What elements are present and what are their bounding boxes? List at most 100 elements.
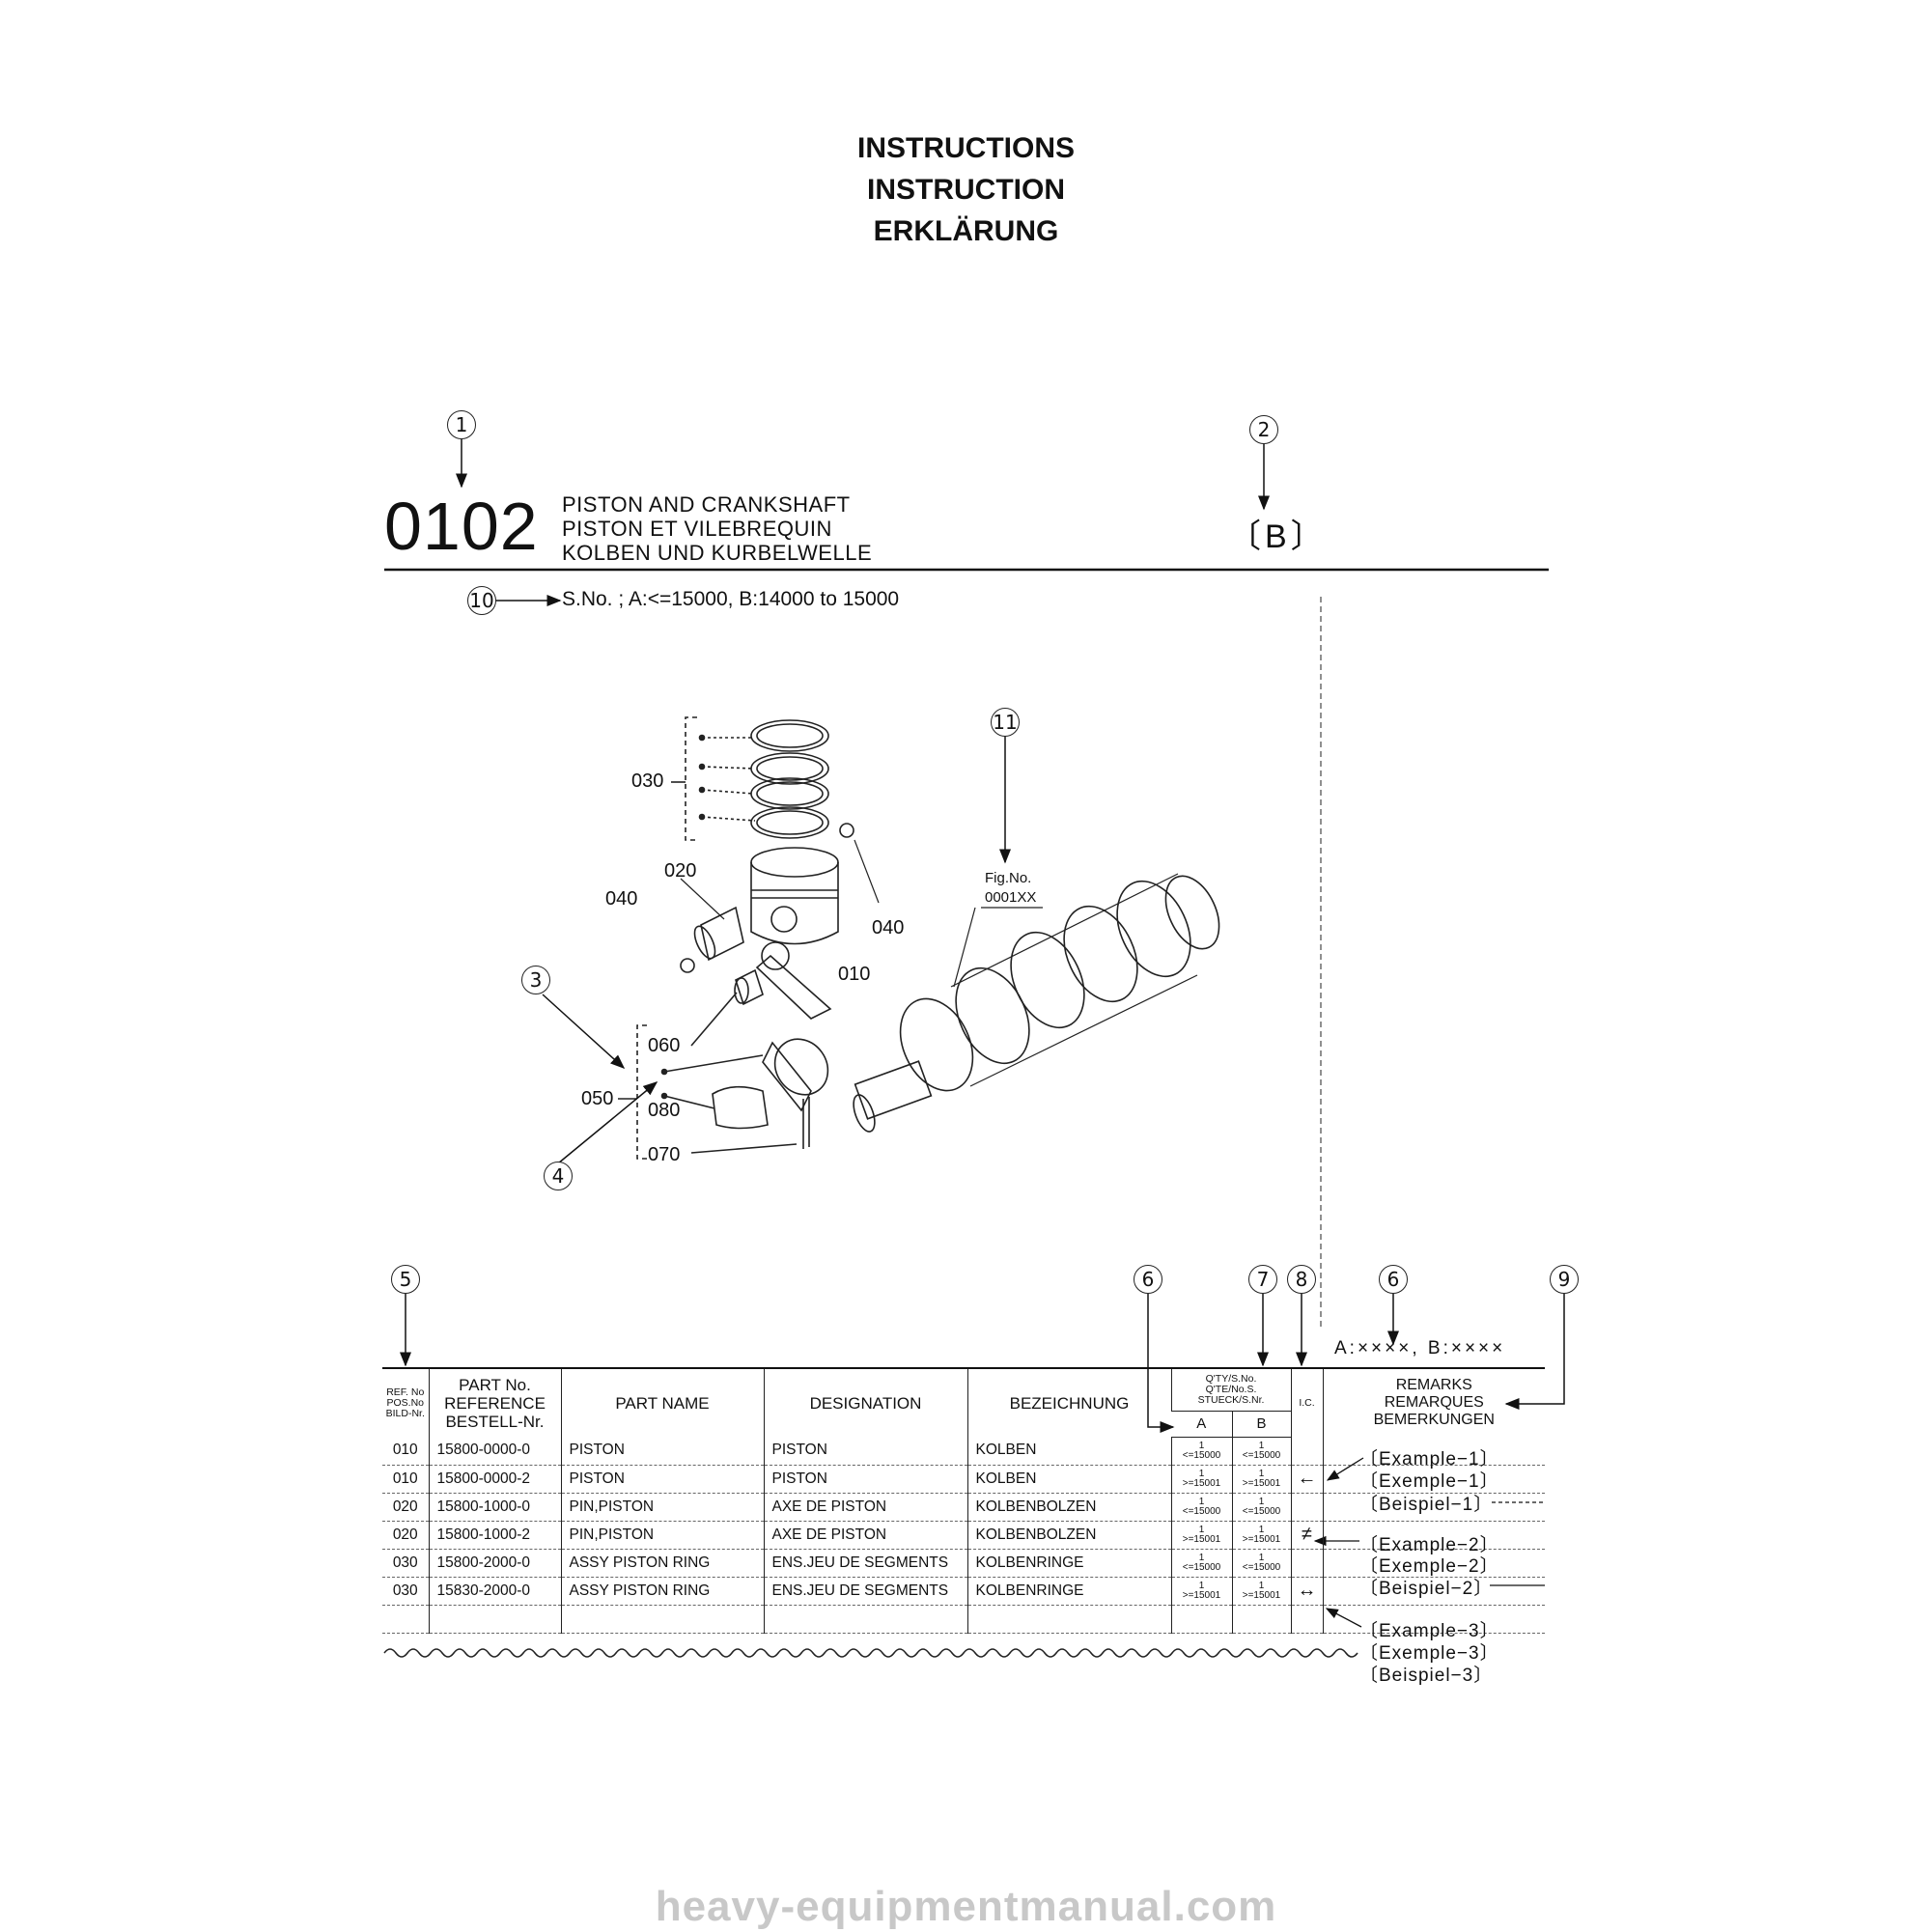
remark-example-2-de: 〔Beispiel−2〕 [1359,1579,1494,1599]
title-fr: INSTRUCTION [867,174,1065,206]
fig-no-value: 0001XX [985,889,1037,906]
cell-bezeichnung: KOLBENRINGE [966,1549,1171,1578]
cell-remarks [1322,1465,1545,1494]
cell-part-no: 15800-1000-0 [428,1493,561,1522]
qty-b-count: 1 [1258,1552,1265,1563]
remark-example-3-de: 〔Beispiel−3〕 [1359,1666,1494,1686]
group-names: PISTON AND CRANKSHAFT PISTON ET VILEBREQ… [562,492,872,565]
qty-a-serial: >=15001 [1182,1477,1221,1489]
header-part-name: PART NAME [560,1367,764,1437]
qty-a-count: 1 [1198,1496,1205,1507]
qty-a-serial: >=15001 [1182,1533,1221,1545]
label-030: 030 [631,770,664,792]
label-080: 080 [648,1100,681,1121]
cell-ic [1290,1493,1323,1522]
cell-qty-b: 1<=15000 [1231,1549,1291,1578]
callout-6b: 6 [1379,1265,1408,1294]
serial-spec: A:××××, B:×××× [1334,1338,1506,1358]
remark-example-2-fr: 〔Exemple−2〕 [1359,1556,1499,1577]
parts-table: REF. No POS.No BILD-Nr. PART No. REFEREN… [382,1367,1545,1634]
cell-bezeichnung: KOLBEN [966,1437,1171,1466]
cell-ic [1290,1549,1323,1578]
variant-code: 〔B〕 [1228,518,1328,555]
header-ref-fr: POS.No [386,1396,424,1409]
callout-1: 1 [447,410,476,439]
cell-designation: AXE DE PISTON [763,1521,967,1550]
callout-9: 9 [1550,1265,1579,1294]
header-qty: Q'TY/S.No. Q'TE/No.S. STUECK/S.Nr. [1170,1367,1291,1412]
label-050: 050 [581,1088,614,1109]
serial-number-note: S.No. ; A:<=15000, B:14000 to 15000 [562,588,900,610]
cell-part-name: ASSY PISTON RING [560,1577,764,1606]
cell-bezeichnung: KOLBEN [966,1465,1171,1494]
cell-ic [1290,1605,1323,1634]
header-qty-fr: Q'TE/No.S. [1205,1384,1257,1396]
cell-qty-b: 1>=15001 [1231,1577,1291,1606]
cell-qty-b: 1<=15000 [1231,1437,1291,1466]
arrow-3 [542,994,626,1070]
qty-b-serial: >=15001 [1242,1589,1281,1601]
header-part-no-fr: REFERENCE [444,1393,546,1413]
cell-bezeichnung: KOLBENBOLZEN [966,1493,1171,1522]
callout-4: 4 [544,1162,573,1190]
header-remarks-en: REMARKS [1395,1377,1472,1393]
title-de: ERKLÄRUNG [873,215,1059,247]
qty-a-count: 1 [1198,1552,1205,1563]
cell-ref-no: 030 [382,1577,429,1606]
cell-qty-a: 1>=15001 [1170,1577,1232,1606]
qty-a-count: 1 [1198,1524,1205,1535]
cell-designation [763,1605,967,1634]
callout-3: 3 [521,966,550,994]
cell-bezeichnung: KOLBENBOLZEN [966,1521,1171,1550]
cell-ref-no [382,1605,429,1634]
qty-b-count: 1 [1258,1580,1265,1591]
header-qty-b: B [1231,1411,1291,1438]
remark-example-1-en: 〔Example−1〕 [1359,1449,1499,1470]
cell-ic: ↔ [1290,1577,1323,1606]
cell-ref-no: 010 [382,1465,429,1494]
remark-example-1-de: 〔Beispiel−1〕 [1359,1495,1494,1515]
cell-part-name: ASSY PISTON RING [560,1549,764,1578]
header-ic: I.C. [1290,1367,1323,1437]
arrow-4 [557,1081,658,1164]
cell-qty-a [1170,1605,1232,1634]
callout-11: 11 [991,708,1020,737]
fig-no-label: Fig.No. [985,870,1032,886]
callout-6a: 6 [1134,1265,1162,1294]
table-break-line [383,1648,1358,1658]
cell-designation: PISTON [763,1437,967,1466]
callout-5: 5 [391,1265,420,1294]
group-name-de: KOLBEN UND KURBELWELLE [562,541,873,565]
cell-designation: ENS.JEU DE SEGMENTS [763,1549,967,1578]
cell-ref-no: 020 [382,1493,429,1522]
qty-b-serial: <=15000 [1242,1561,1281,1573]
header-qty-en: Q'TY/S.No. [1205,1373,1257,1386]
header-qty-de: STUECK/S.Nr. [1197,1394,1265,1407]
cell-qty-b [1231,1605,1291,1634]
qty-b-count: 1 [1258,1496,1265,1507]
qty-a-count: 1 [1198,1440,1205,1451]
cell-designation: AXE DE PISTON [763,1493,967,1522]
group-name-fr: PISTON ET VILEBREQUIN [562,517,832,541]
cell-remarks [1322,1437,1545,1466]
callout-10: 10 [467,586,496,615]
cell-qty-a: 1<=15000 [1170,1493,1232,1522]
label-020: 020 [664,860,697,882]
qty-a-serial: <=15000 [1182,1505,1221,1517]
cell-part-no [428,1605,561,1634]
cell-part-name: PISTON [560,1465,764,1494]
qty-a-serial: <=15000 [1182,1449,1221,1461]
header-remarks-fr: REMARQUES [1384,1394,1484,1411]
header-ref-no: REF. No POS.No BILD-Nr. [382,1367,429,1437]
cell-designation: ENS.JEU DE SEGMENTS [763,1577,967,1606]
cell-part-no: 15800-2000-0 [428,1549,561,1578]
header-remarks: REMARKS REMARQUES BEMERKUNGEN [1322,1367,1545,1437]
qty-b-serial: >=15001 [1242,1533,1281,1545]
cell-part-no: 15830-2000-0 [428,1577,561,1606]
